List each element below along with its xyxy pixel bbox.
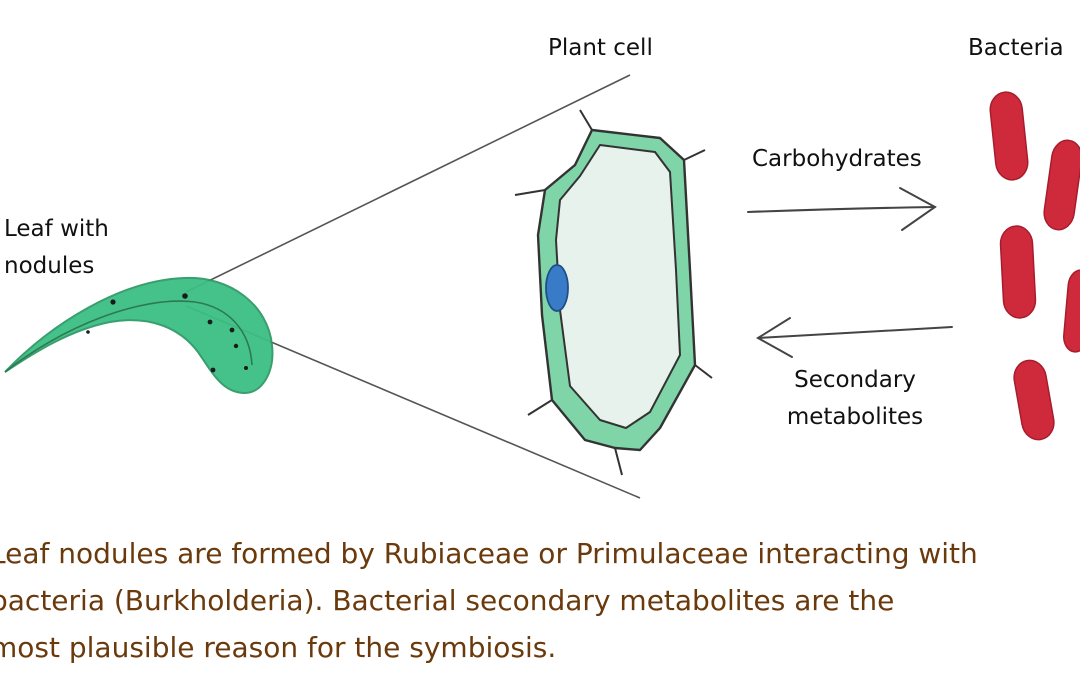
arrow-left-icon (756, 317, 953, 358)
leaf-label: Leaf with nodules (4, 211, 109, 285)
leaf-blade (4, 276, 274, 395)
leaf-icon (4, 276, 274, 395)
cell-wall-extensions (514, 109, 713, 476)
arrow-left-shaft (757, 326, 953, 339)
nodule (86, 330, 90, 334)
arrow-right-icon (747, 187, 937, 231)
nodule (207, 319, 213, 325)
secondary-metabolites-label: Secondary metabolites (770, 362, 940, 436)
nodule (110, 299, 116, 305)
arrow-right-shaft (747, 206, 936, 213)
secondary-label-line1: Secondary (794, 367, 916, 393)
bacteria-group (989, 91, 1080, 441)
caption-line-3: most plausible reason for the symbiosis. (0, 631, 557, 664)
carbohydrates-label: Carbohydrates (752, 146, 922, 172)
wall-extension (614, 447, 623, 476)
leaf-nodules (86, 293, 248, 373)
plant-cell-icon (514, 109, 713, 476)
zoom-line-upper (185, 74, 631, 293)
nodule (210, 367, 216, 373)
secondary-label-line2: metabolites (786, 404, 924, 430)
nodule (182, 293, 188, 299)
bacterium-icon (1043, 139, 1080, 231)
wall-extension (514, 189, 546, 196)
nodule (229, 327, 235, 333)
bacterium-icon (1063, 269, 1080, 353)
plant-cell-label: Plant cell (548, 35, 653, 61)
caption: Leaf nodules are formed by Rubiaceae or … (0, 530, 1080, 671)
wall-extension (527, 399, 553, 416)
caption-line-1: Leaf nodules are formed by Rubiaceae or … (0, 537, 978, 570)
wall-extension (579, 109, 593, 131)
nodule (233, 343, 239, 349)
leaf-label-line1: Leaf with (4, 216, 109, 242)
bacteria-label: Bacteria (968, 35, 1064, 61)
nodule (244, 366, 248, 370)
caption-line-2: bacteria (Burkholderia). Bacterial secon… (0, 584, 895, 617)
cell-interior (555, 144, 681, 429)
wall-extension (694, 364, 713, 379)
wall-extension (683, 149, 706, 161)
arrow-right-head (899, 187, 937, 231)
bacterium-icon (999, 225, 1037, 319)
arrow-left-head (756, 317, 793, 358)
leaf-label-line2: nodules (4, 253, 95, 279)
nucleus-icon (545, 264, 569, 312)
bacterium-icon (1013, 359, 1055, 441)
leaf-midrib (4, 300, 253, 373)
bacterium-icon (989, 91, 1029, 181)
